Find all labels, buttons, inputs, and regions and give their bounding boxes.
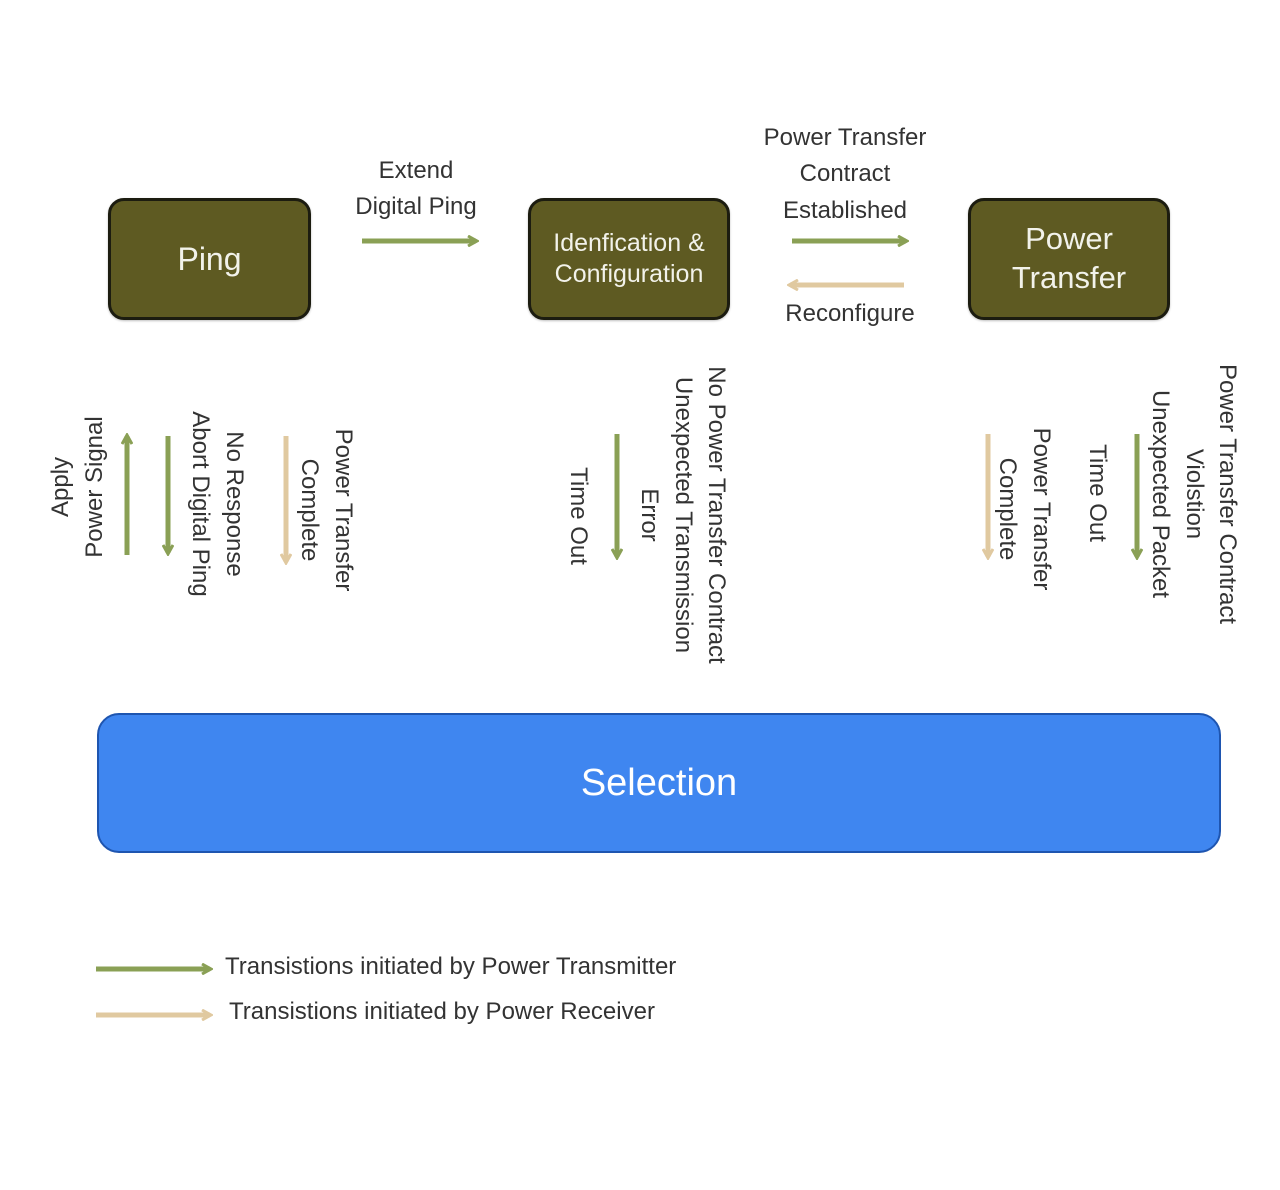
power-transfer-label-line2: Transfer [1011,260,1127,295]
selection-label: Selection [580,761,738,804]
legend-receiver-text: Transistions initiated by Power Receiver [229,998,655,1025]
identification-configuration-state: Idenfication & Configuration [528,198,730,320]
apply-power-signal-label: Apply Power Signal [47,416,108,558]
power-transfer-state: Power Transfer [968,198,1170,320]
pt-power-transfer-complete-label: Power Transfer Complete [994,427,1055,591]
id-time-out-label: Time Out [564,467,592,565]
ping-label: Ping [177,241,242,277]
ping-power-transfer-complete-label: Power Transfer Complete [296,428,357,592]
no-response-label: No Response Abort Digital Ping [187,411,248,597]
contract-established-label: Power Transfer Contract Established [763,124,927,224]
legend-transmitter-text: Transistions initiated by Power Transmit… [225,953,677,980]
selection-state: Selection [97,713,1221,853]
reconfigure-label: Reconfigure [785,300,915,327]
identification-label-line1: Idenfication & [553,228,705,257]
id-error-conditions-label: No Power Transfer Contract Unexpected Tr… [636,366,731,664]
pt-error-conditions-label: Power Transfer Contract Violstion Unexpe… [1147,363,1242,625]
ping-state: Ping [108,198,311,320]
power-transfer-label-line1: Power [1025,221,1113,257]
pt-time-out-label: Time Out [1083,444,1111,542]
identification-label-line2: Configuration [554,260,704,288]
extend-digital-ping-label: Extend Digital Ping [355,157,477,221]
